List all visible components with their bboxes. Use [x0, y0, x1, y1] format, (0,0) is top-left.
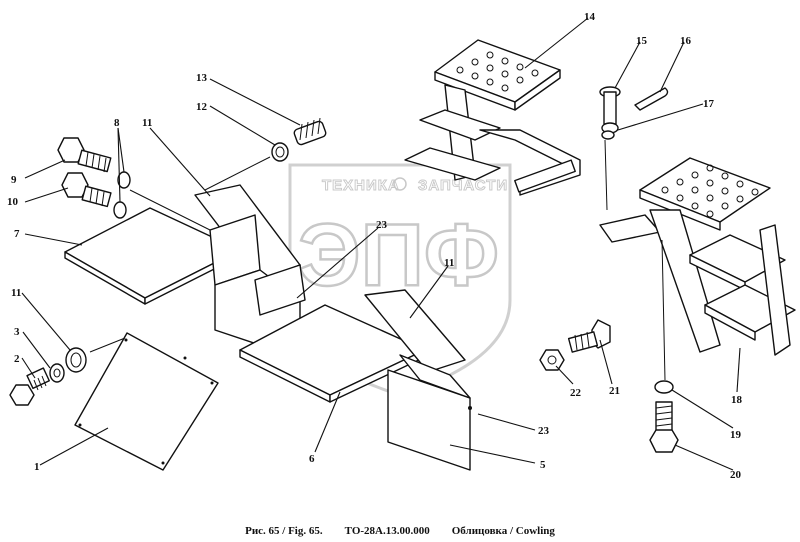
part-center-post	[209, 214, 306, 346]
part-19-washer	[654, 380, 674, 394]
watermark-top-text: ТЕХНИКА	[322, 177, 400, 194]
part-21-bolt	[567, 319, 611, 353]
part-16-clip	[634, 87, 669, 111]
part-9-bolt	[57, 137, 112, 173]
part-8-washers	[113, 171, 131, 219]
callout-12: 12	[196, 101, 208, 113]
part-11-bracket-right	[364, 289, 466, 373]
callout-7: 7	[14, 228, 20, 240]
watermark-big-text: ЭПФ	[298, 205, 499, 304]
callout-9: 9	[11, 174, 17, 186]
part-3-washer	[49, 363, 65, 383]
assembly-lines	[89, 139, 666, 381]
callout-3: 3	[14, 326, 20, 338]
watermark: ТЕХНИКА ЗАПЧАСТИ ЭПФ	[288, 163, 512, 397]
callout-16: 16	[680, 35, 692, 47]
part-13-spring	[293, 117, 327, 146]
part-1-cover-plate	[74, 332, 219, 471]
callout-11-upper: 11	[142, 117, 152, 129]
part-6-right-shelf	[239, 304, 426, 403]
step-holes-lower	[661, 164, 759, 218]
part-11-ring-left	[65, 347, 87, 373]
callout-19: 19	[730, 429, 742, 441]
part-15-pin	[599, 86, 621, 134]
leader-lines	[21, 17, 741, 471]
callout-11-right: 11	[444, 257, 454, 269]
callout-13: 13	[196, 72, 208, 84]
caption-code: ТО-28А.13.00.000	[344, 525, 430, 537]
callout-18: 18	[731, 394, 743, 406]
part-18-step-lower	[599, 157, 796, 356]
callout-10: 10	[7, 196, 19, 208]
gear-icon	[393, 177, 407, 191]
callout-5: 5	[540, 459, 546, 471]
part-12-washer	[271, 142, 289, 162]
callout-1: 1	[34, 461, 40, 473]
callout-17: 17	[703, 98, 715, 110]
callout-11-left: 11	[11, 287, 21, 299]
callout-22: 22	[570, 387, 582, 399]
caption-title: Облицовка / Cowling	[451, 525, 555, 537]
figure-caption: Рис. 65 / Fig. 65. ТО-28А.13.00.000 Обли…	[0, 525, 800, 537]
callout-23-upper: 23	[376, 219, 388, 231]
callouts: 1 2 3 11 7 8 9 10 11 12 13 23 11 6 5 23 …	[7, 11, 743, 481]
part-5-side-panel	[387, 354, 472, 471]
part-2-bolt	[9, 367, 50, 406]
callout-23-lower: 23	[538, 425, 550, 437]
step-holes-upper	[456, 51, 539, 92]
callout-2: 2	[14, 353, 20, 365]
part-10-bolt	[61, 172, 112, 208]
callout-8: 8	[114, 117, 120, 129]
part-22-nut	[539, 349, 565, 371]
caption-fig: Рис. 65 / Fig. 65.	[245, 525, 323, 537]
part-20-bolt	[649, 401, 679, 453]
callout-21: 21	[609, 385, 620, 397]
callout-14: 14	[584, 11, 596, 23]
callout-6: 6	[309, 453, 315, 465]
callout-15: 15	[636, 35, 648, 47]
part-14-step-upper	[404, 39, 581, 196]
callout-20: 20	[730, 469, 742, 481]
part-17-ring	[601, 130, 615, 140]
watermark-right-text: ЗАПЧАСТИ	[418, 177, 508, 194]
